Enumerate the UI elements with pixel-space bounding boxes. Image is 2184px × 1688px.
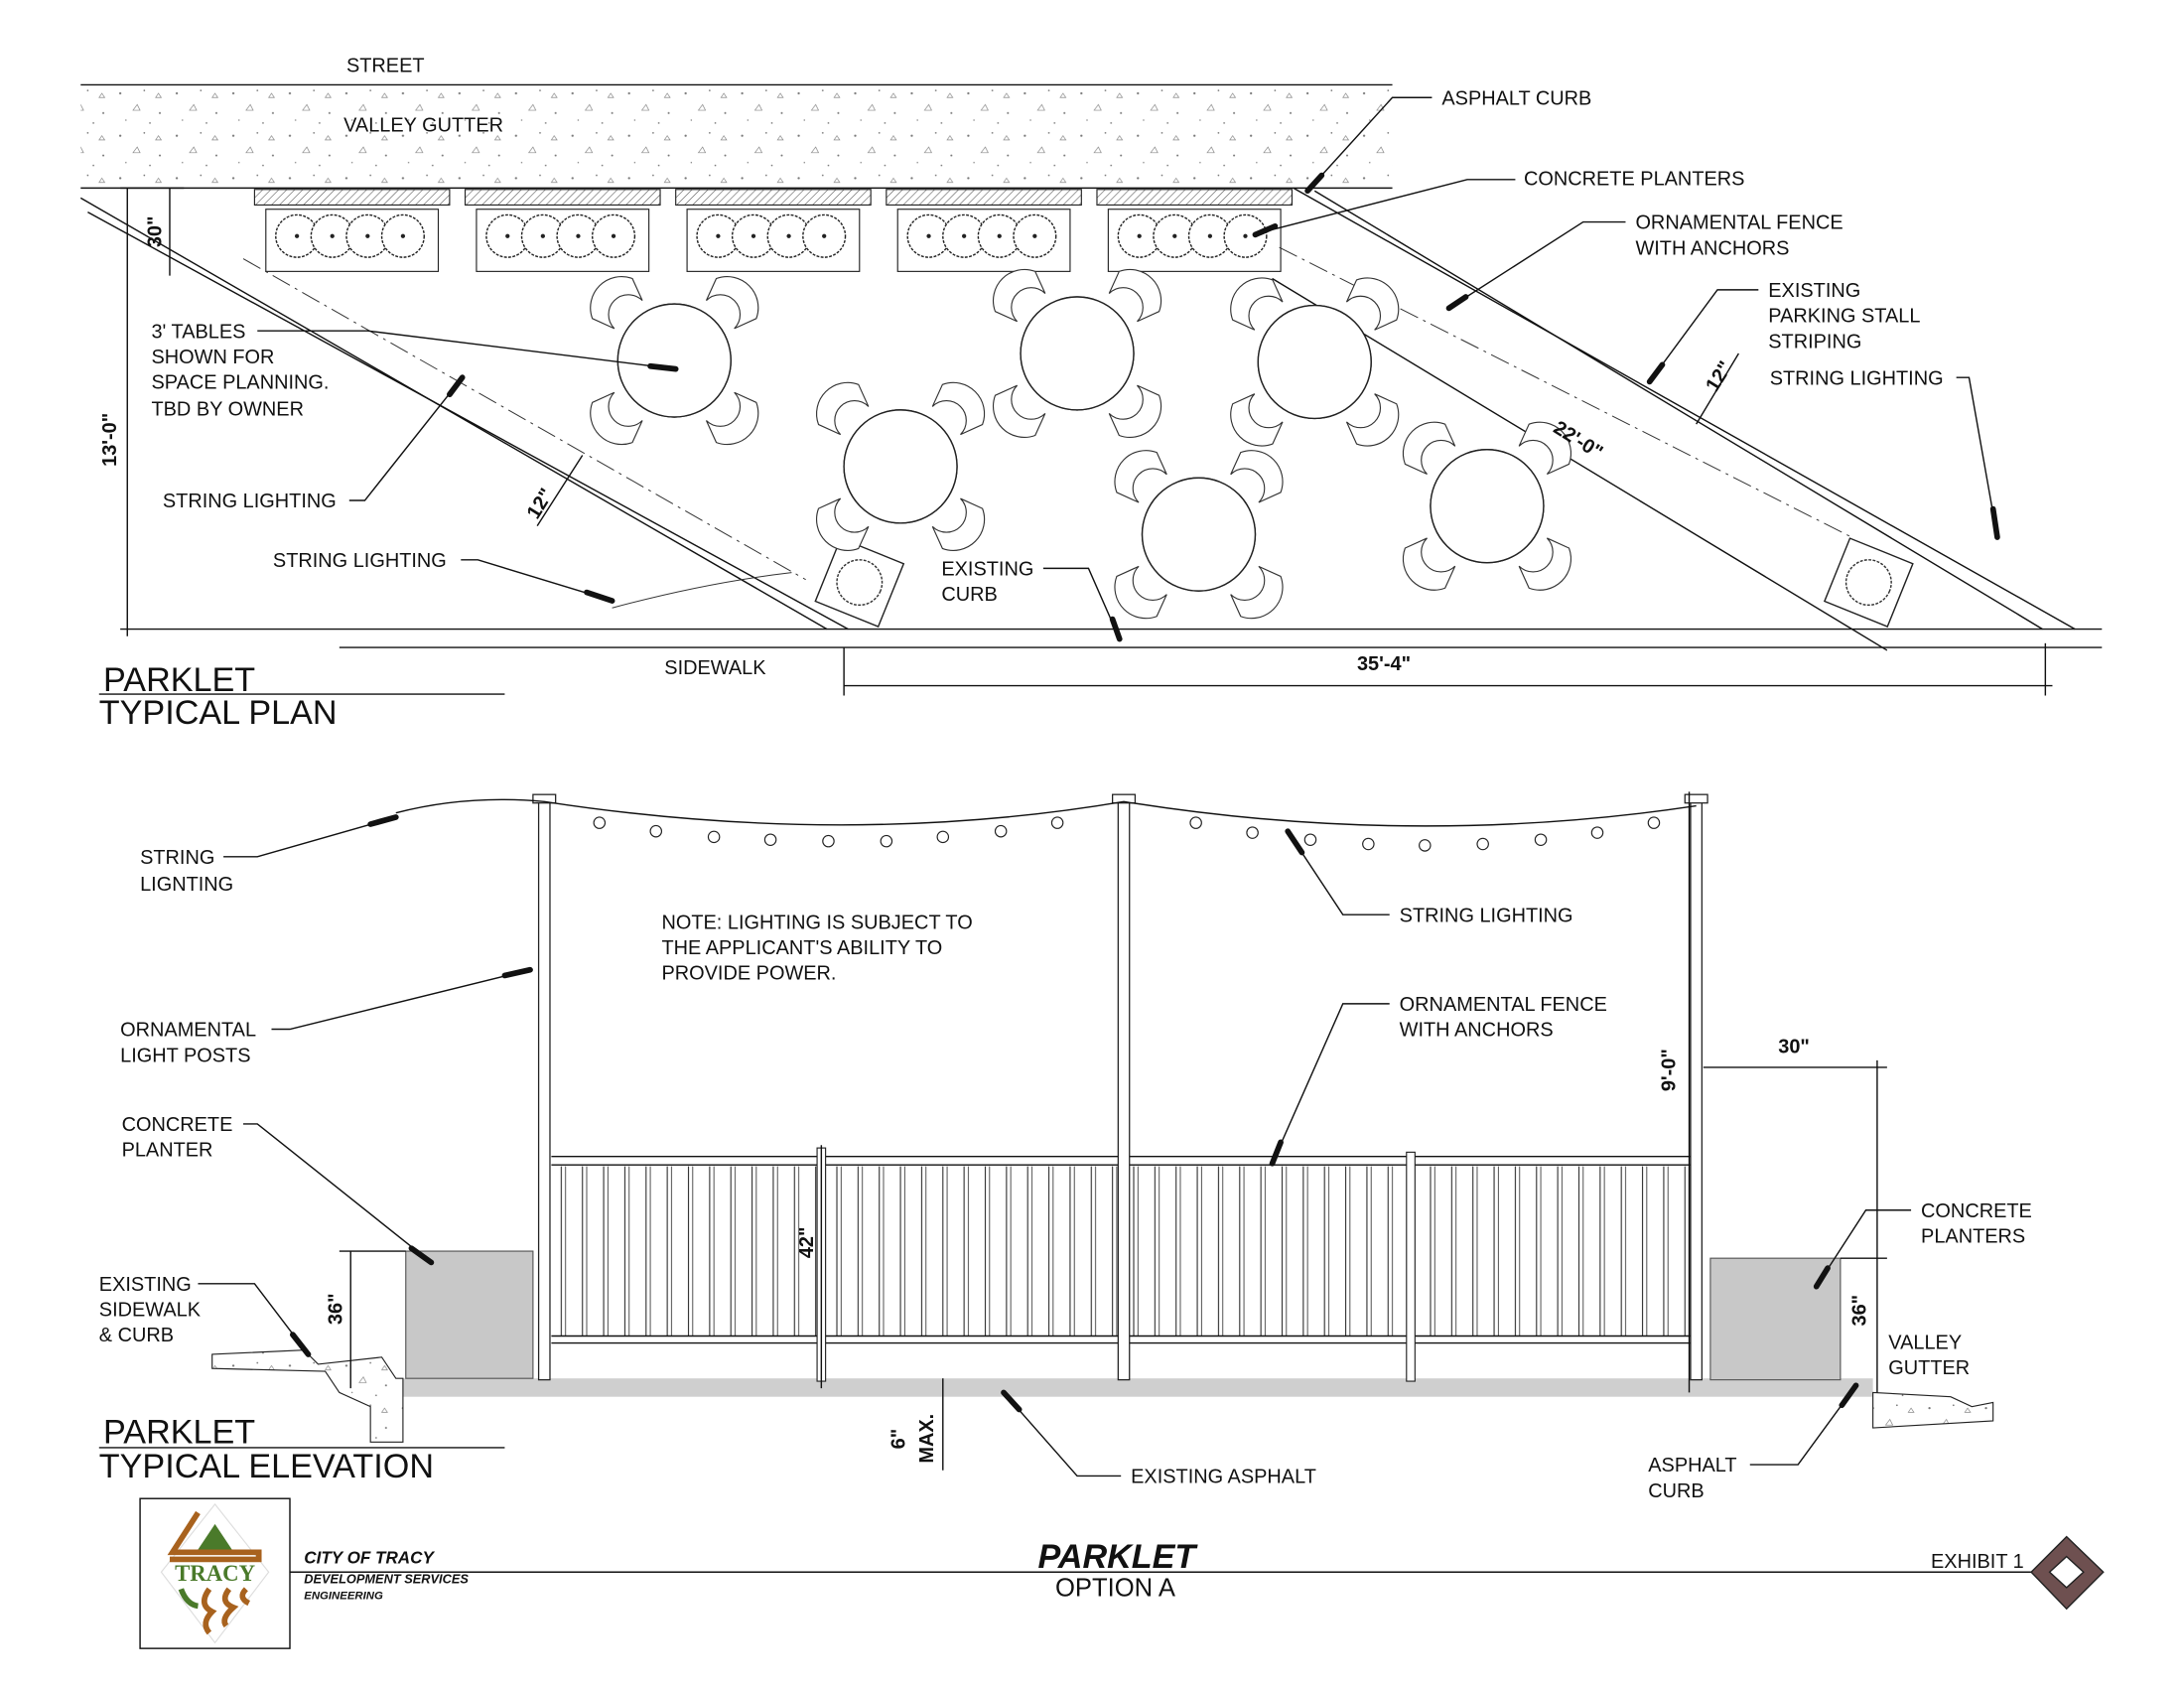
- asphalt-curb-label: ASPHALT CURB: [1441, 87, 1591, 109]
- concrete-planter-label-1: CONCRETE: [122, 1114, 233, 1136]
- concrete-planters-elev-label-2: PLANTERS: [1921, 1226, 2025, 1248]
- street-label: STREET: [346, 56, 425, 77]
- note-line-3: PROVIDE POWER.: [661, 963, 836, 985]
- exhibit-number: EXHIBIT 1: [1931, 1551, 2024, 1573]
- concrete-planters-label: CONCRETE PLANTERS: [1524, 169, 1745, 191]
- dim-13ft: 13'-0": [99, 413, 121, 467]
- division-name: ENGINEERING: [304, 1590, 383, 1602]
- concrete-planter-left: [405, 1250, 534, 1379]
- existing-curb-label-2: CURB: [941, 584, 997, 606]
- dim-36in-right: 36": [1849, 1295, 1871, 1327]
- sheet-subtitle: OPTION A: [1055, 1574, 1176, 1602]
- existing-asphalt-label: EXISTING ASPHALT: [1131, 1467, 1316, 1488]
- concrete-planter-label-2: PLANTER: [122, 1140, 213, 1162]
- existing-sidewalk-label-1: EXISTING: [99, 1274, 192, 1296]
- elevation-title: PARKLET: [103, 1414, 255, 1452]
- sheet-title: PARKLET: [1038, 1538, 1199, 1576]
- tables-note-4: TBD BY OWNER: [151, 399, 304, 421]
- dim-9ft: 9'-0": [1658, 1049, 1680, 1091]
- existing-sidewalk-label-2: SIDEWALK: [99, 1300, 202, 1322]
- asphalt-curb-elev-label-2: CURB: [1648, 1480, 1704, 1502]
- exhibit-diamond-icon: [2030, 1535, 2105, 1611]
- parking-label-1: EXISTING: [1768, 280, 1860, 302]
- sidewalk-label: SIDEWALK: [664, 657, 766, 679]
- org-name: CITY OF TRACY: [304, 1549, 435, 1568]
- dim-42in: 42": [796, 1227, 818, 1259]
- string-lighting-plan-left-2: STRING LIGHTING: [273, 550, 447, 572]
- existing-asphalt: [402, 1378, 1873, 1397]
- valley-gutter-area: [80, 84, 1393, 189]
- string-lighting-elev-left-1: STRING: [140, 847, 214, 869]
- fence-label-1: ORNAMENTAL FENCE: [1635, 212, 1843, 234]
- corner-planter-left: [814, 537, 905, 629]
- light-posts: [532, 793, 1708, 1381]
- fence-elev-label-1: ORNAMENTAL FENCE: [1400, 994, 1607, 1016]
- elevation-subtitle: TYPICAL ELEVATION: [99, 1448, 434, 1485]
- dim-12in-left: 12": [523, 485, 558, 522]
- logo-box: [139, 1497, 291, 1649]
- concrete-planters-elev-label-1: CONCRETE: [1921, 1200, 2032, 1222]
- string-lighting-elev-right: STRING LIGHTING: [1400, 905, 1573, 926]
- tables-note-2: SHOWN FOR: [151, 347, 274, 368]
- dim-6in-max: MAX.: [916, 1414, 938, 1464]
- valley-gutter-elev-label-2: GUTTER: [1888, 1357, 1970, 1379]
- valley-gutter-elev-label-1: VALLEY: [1888, 1332, 1962, 1353]
- plan-subtitle: TYPICAL PLAN: [99, 694, 338, 732]
- title-block: TRACY CITY OF TRACY DEVELOPMENT SERVICES…: [139, 1497, 2105, 1649]
- string-lighting-elev-left-2: LIGNTING: [140, 874, 233, 896]
- logo-text: TRACY: [175, 1561, 255, 1586]
- parking-label-3: STRIPING: [1768, 331, 1861, 352]
- tables-note-1: 3' TABLES: [151, 321, 245, 343]
- tables-note-3: SPACE PLANNING.: [151, 372, 329, 394]
- typical-plan: STREET VALLEY GUTTER: [79, 56, 2103, 732]
- string-lighting-plan-left-1: STRING LIGHTING: [163, 491, 337, 512]
- asphalt-curb-elev-label-1: ASPHALT: [1648, 1455, 1736, 1477]
- existing-sidewalk-label-3: & CURB: [99, 1325, 174, 1346]
- existing-sidewalk-curb: [211, 1349, 404, 1443]
- note-line-2: THE APPLICANT'S ABILITY TO: [661, 937, 942, 959]
- dim-6in: 6": [887, 1429, 909, 1450]
- dim-30in-plan: 30": [144, 216, 166, 248]
- string-lights: [395, 798, 1697, 852]
- dept-name: DEVELOPMENT SERVICES: [304, 1572, 469, 1587]
- note-line-1: NOTE: LIGHTING IS SUBJECT TO: [661, 912, 972, 933]
- corner-planter-right: [1823, 537, 1914, 629]
- valley-gutter-label: VALLEY GUTTER: [343, 114, 503, 136]
- dim-12in-right: 12": [1702, 357, 1736, 395]
- dim-36in-left: 36": [326, 1293, 347, 1325]
- light-posts-label-2: LIGHT POSTS: [120, 1045, 250, 1066]
- parking-label-2: PARKING STALL: [1768, 306, 1920, 328]
- light-posts-label-1: ORNAMENTAL: [120, 1020, 256, 1042]
- typical-elevation: 42" 36" 30" 36" 9'-0" 6" MAX. STRING LIG…: [99, 791, 2032, 1502]
- fence-elev-label-2: WITH ANCHORS: [1400, 1020, 1554, 1042]
- dim-35ft: 35'-4": [1357, 653, 1411, 675]
- concrete-planters: [253, 189, 1294, 273]
- string-lighting-plan-right: STRING LIGHTING: [1770, 367, 1944, 389]
- dim-30in-elev: 30": [1778, 1037, 1810, 1058]
- plan-title: PARKLET: [103, 661, 255, 699]
- existing-curb-label-1: EXISTING: [941, 558, 1033, 580]
- valley-gutter-section: [1872, 1391, 1994, 1429]
- tracy-logo: TRACY: [160, 1502, 270, 1644]
- fence-label-2: WITH ANCHORS: [1635, 237, 1789, 259]
